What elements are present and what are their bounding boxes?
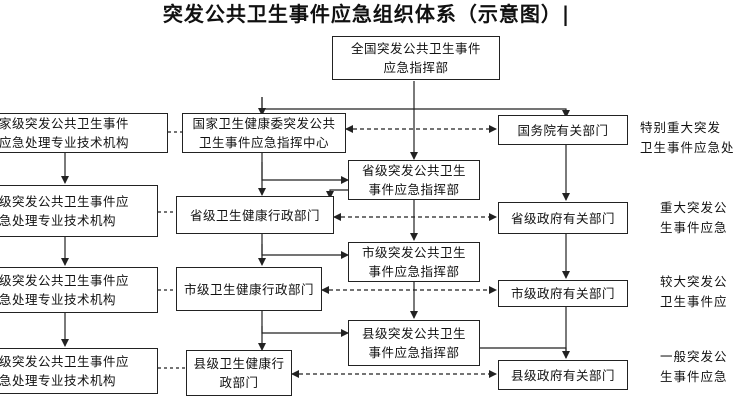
city-health-dept-box: 市级卫生健康行政部门 — [176, 267, 322, 311]
provincial-health-dept-box: 省级卫生健康行政部门 — [176, 196, 334, 234]
county-gov-departments-box: 县级政府有关部门 — [498, 360, 628, 390]
city-tech-institution-box: 级突发公共卫生事件应 急处理专业技术机构 — [0, 267, 158, 313]
county-command-box: 县级突发公共卫生 事件应急指挥部 — [348, 320, 480, 366]
connector-line — [326, 189, 348, 199]
city-command-box: 市级突发公共卫生 事件应急指挥部 — [348, 242, 480, 282]
diagram-title: 突发公共卫生事件应急组织体系（示意图）| — [162, 2, 571, 26]
county-health-dept-box: 县级卫生健康行 政部门 — [186, 350, 292, 396]
state-council-departments-box: 国务院有关部门 — [498, 115, 628, 145]
connector-line — [480, 347, 567, 358]
connector-line — [261, 244, 349, 259]
level-label-especially-major: 特别重大突发 卫生事件应急处 — [640, 120, 733, 155]
connector-line — [261, 162, 349, 184]
level-label-larger: 较大突发公 卫生事件应 — [660, 274, 728, 309]
level-label-general: 一般突发公 生事件应急 — [660, 349, 728, 384]
national-command-box: 全国突发公共卫生事件 应急指挥部 — [332, 36, 500, 80]
national-tech-institution-box: 家级突发公共卫生事件 应急处理专业技术机构 — [0, 113, 168, 153]
provincial-command-box: 省级突发公共卫生 事件应急指挥部 — [348, 160, 480, 200]
nhc-command-center-box: 国家卫生健康委突发公共 卫生事件应急指挥中心 — [182, 113, 346, 153]
provincial-tech-institution-box: 级突发公共卫生事件应 急处理专业技术机构 — [0, 185, 158, 237]
city-gov-departments-box: 市级政府有关部门 — [498, 280, 628, 307]
provincial-gov-departments-box: 省级政府有关部门 — [498, 202, 628, 234]
connector-line — [261, 326, 349, 337]
county-tech-institution-box: 级突发公共卫生事件应 急处理专业技术机构 — [0, 348, 158, 394]
level-label-major: 重大突发公 生事件应急 — [660, 200, 728, 235]
